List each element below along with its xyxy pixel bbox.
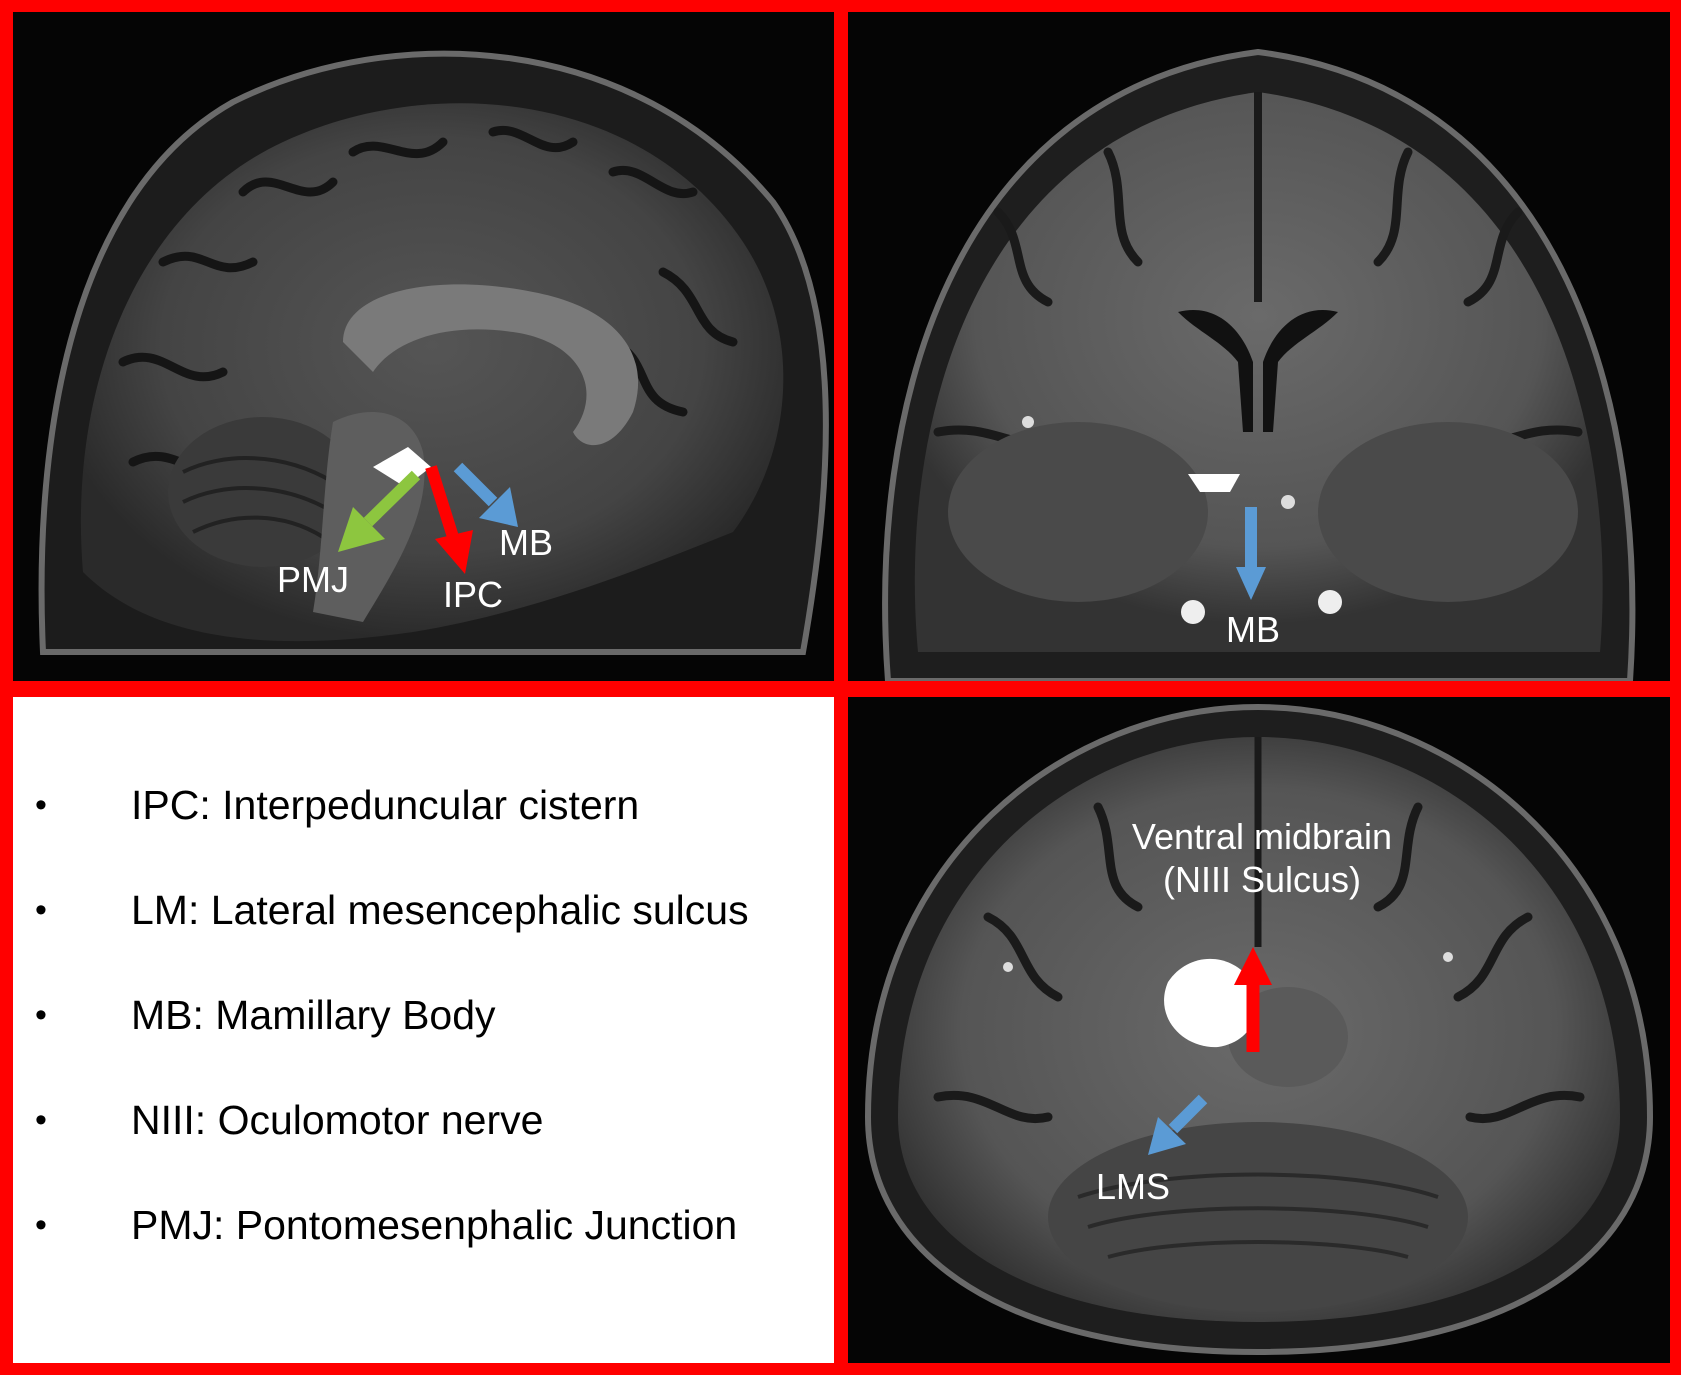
label-mb: MB [1226, 609, 1280, 650]
legend-bullet: • [35, 1206, 47, 1244]
label-ventral-midbrain: Ventral midbrain (NIII Sulcus) [1112, 815, 1412, 901]
label-ipc: IPC [443, 574, 504, 615]
sagittal-mri-panel: PMJ IPC MB [13, 12, 834, 681]
blue-arrow-mb [1236, 507, 1266, 600]
legend-text: IPC: Interpeduncular cistern [131, 782, 640, 828]
label-ventral-line1: Ventral midbrain [1131, 816, 1393, 857]
blue-arrow-mb [453, 462, 518, 527]
legend-bullet: • [35, 786, 47, 824]
legend-panel: • IPC: Interpeduncular cistern • LM: Latera… [13, 697, 834, 1363]
legend-bullet: • [35, 1101, 47, 1139]
coronal-mri-image [848, 12, 1670, 681]
red-arrow-ventral-midbrain [1234, 947, 1272, 1052]
legend-item: • PMJ: Pontomesenphalic Junction [13, 1201, 834, 1306]
label-lms: LMS [1096, 1166, 1171, 1207]
legend-bullet: • [35, 891, 47, 929]
legend-text: LM: Lateral mesencephalic sulcus [131, 887, 749, 933]
legend-text: MB: Mamillary Body [131, 992, 496, 1038]
legend-item: • LM: Lateral mesencephalic sulcus [13, 886, 834, 991]
legend-item: • MB: Mamillary Body [13, 991, 834, 1096]
legend-item: • NIII: Oculomotor nerve [13, 1096, 834, 1201]
red-arrow-ipc [425, 465, 473, 574]
coronal-mri-panel: MB [848, 12, 1670, 681]
green-arrow-pmj [338, 470, 421, 552]
axial-mri-image [848, 697, 1670, 1363]
legend-item: • IPC: Interpeduncular cistern [13, 781, 834, 886]
legend-list: • IPC: Interpeduncular cistern • LM: Latera… [13, 781, 834, 1306]
legend-text: PMJ: Pontomesenphalic Junction [131, 1202, 738, 1248]
axial-mri-panel: Ventral midbrain (NIII Sulcus) LMS [848, 697, 1670, 1363]
legend-bullet: • [35, 996, 47, 1034]
blue-arrow-lms [1148, 1094, 1208, 1155]
sagittal-mri-image [13, 12, 834, 681]
label-mb: MB [499, 522, 553, 563]
label-pmj: PMJ [277, 559, 349, 600]
legend-text: NIII: Oculomotor nerve [131, 1097, 544, 1143]
label-ventral-line2: (NIII Sulcus) [1162, 859, 1362, 901]
